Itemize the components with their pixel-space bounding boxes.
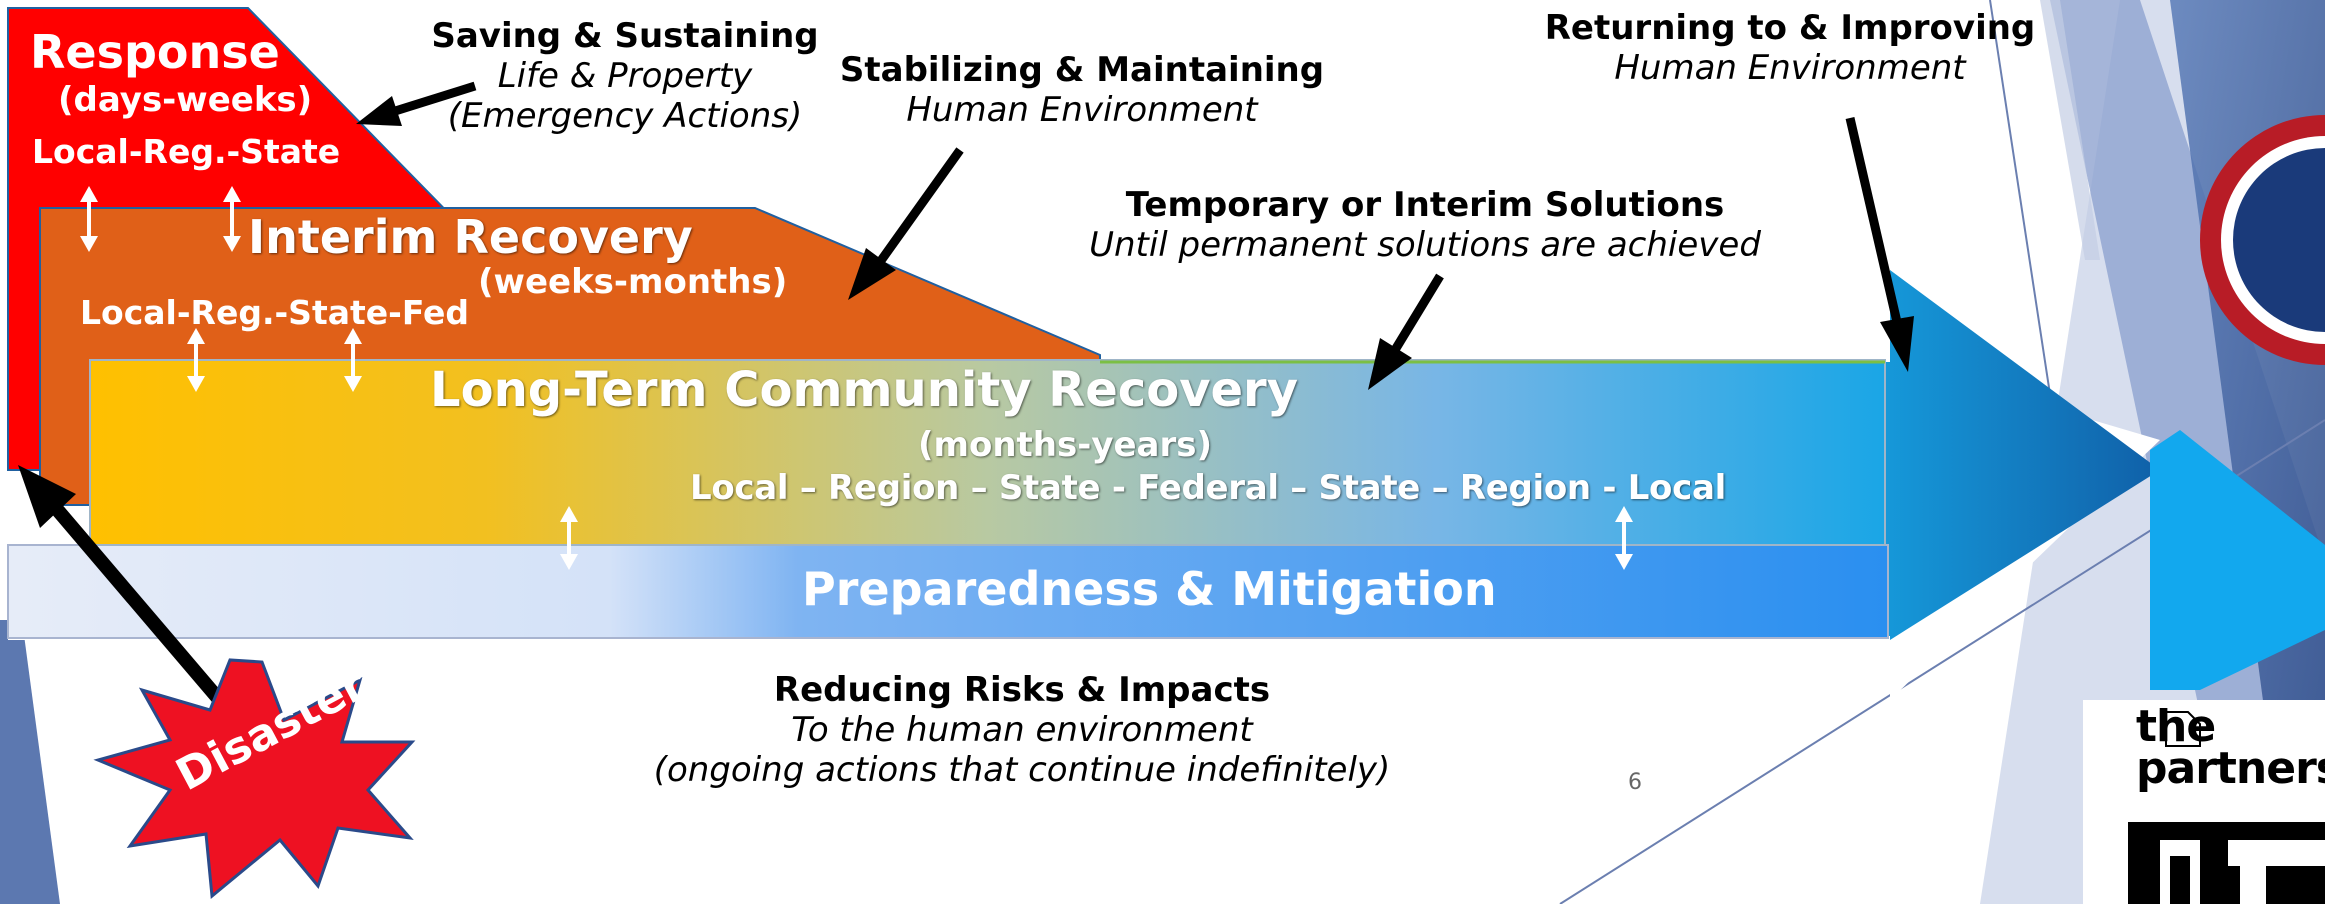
saving-heading: Saving & Sustaining: [431, 16, 819, 56]
slide-number: 6: [1628, 770, 1642, 795]
interim-title: Interim Recovery: [248, 210, 693, 264]
double-arrow: [1615, 506, 1633, 570]
left-decorative-panel: [0, 620, 60, 904]
partners-logo-label: the partners: [2136, 701, 2325, 794]
reducing-line1: To the human environment: [791, 710, 1253, 750]
longterm-title: Long-Term Community Recovery: [430, 362, 1299, 418]
right-arrowhead: [2150, 430, 2325, 690]
pointer-arrow: [18, 465, 234, 715]
interim-levels: Local-Reg.-State-Fed: [80, 293, 470, 332]
pointer-arrow: [1845, 116, 1914, 372]
emergency-badge-logo: [2200, 115, 2325, 365]
pointer-arrow: [356, 81, 477, 126]
returning-line1: Human Environment: [1614, 48, 1966, 88]
double-arrow: [560, 506, 578, 570]
longterm-duration: (months-years): [918, 425, 1213, 465]
reducing-line2: (ongoing actions that continue indefinit…: [653, 750, 1391, 790]
reducing-heading: Reducing Risks & Impacts: [773, 670, 1271, 710]
temporary-heading: Temporary or Interim Solutions: [1125, 185, 1725, 225]
response-levels: Local-Reg.-State: [32, 132, 341, 171]
double-arrow: [187, 328, 205, 392]
partners-logo: [2083, 700, 2325, 904]
disaster-burst: [93, 658, 416, 899]
preparedness-title: Preparedness & Mitigation: [802, 562, 1497, 616]
response-duration: (days-weeks): [58, 80, 313, 120]
response-title: Response: [30, 25, 280, 79]
pointer-arrow: [848, 147, 964, 300]
returning-heading: Returning to & Improving: [1544, 8, 2036, 48]
stabilizing-caption: Stabilizing & Maintaining Human Environm…: [840, 50, 1324, 130]
saving-line1: Life & Property: [497, 56, 753, 96]
pointer-arrow: [1368, 273, 1444, 390]
longterm-band: [89, 359, 1886, 546]
longterm-levels: Local – Region – State - Federal – State…: [690, 468, 1726, 508]
reducing-caption: Reducing Risks & Impacts To the human en…: [654, 670, 1391, 790]
double-arrow-group: [80, 186, 1633, 570]
temporary-caption: Temporary or Interim Solutions Until per…: [1089, 185, 1761, 265]
double-arrow: [223, 186, 241, 252]
returning-caption: Returning to & Improving Human Environme…: [1545, 8, 2036, 88]
temporary-line1: Until permanent solutions are achieved: [1089, 225, 1761, 265]
pointer-arrows: [18, 81, 1914, 715]
stabilizing-heading: Stabilizing & Maintaining: [839, 50, 1325, 90]
double-arrow: [80, 186, 98, 252]
partners-logo-text: the partners: [2136, 701, 2325, 794]
stabilizing-line1: Human Environment: [906, 90, 1258, 130]
preparedness-band: [7, 544, 1889, 639]
double-arrow: [344, 328, 362, 392]
saving-line2: (Emergency Actions): [447, 96, 803, 136]
interim-duration: (weeks-months): [478, 262, 788, 302]
saving-caption: Saving & Sustaining Life & Property (Eme…: [431, 16, 818, 136]
